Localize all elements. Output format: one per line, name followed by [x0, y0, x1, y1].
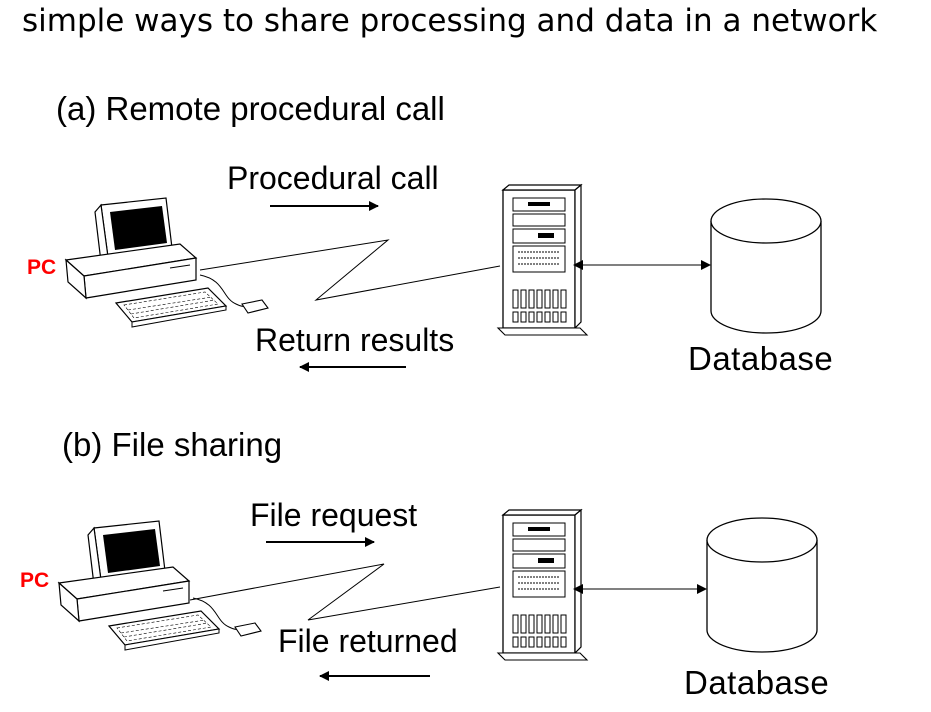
section-b-pc-icon [58, 520, 262, 651]
section-b-server-icon [497, 509, 588, 661]
section-a-database-icon [710, 198, 822, 334]
section-b-network-link [189, 563, 501, 621]
section-a-response-label: Return results [255, 322, 455, 358]
section-b-heading: (b) File sharing [62, 426, 283, 463]
page-title: simple ways to share processing and data… [22, 3, 878, 39]
section-b-database-label: Database [684, 664, 830, 701]
section-b-response-label: File returned [278, 623, 458, 659]
section-a-pc-icon [65, 197, 269, 328]
section-a-pc-label: PC [27, 256, 57, 279]
section-a-request-label: Procedural call [227, 160, 439, 196]
section-b-request-label: File request [250, 497, 418, 533]
section-b-pc-label: PC [20, 569, 50, 592]
section-a-database-label: Database [688, 340, 834, 377]
section-a-network-link [199, 239, 501, 301]
section-a-server-icon [497, 184, 588, 336]
section-b-database-icon [706, 517, 818, 653]
section-a-heading: (a) Remote procedural call [56, 90, 445, 127]
